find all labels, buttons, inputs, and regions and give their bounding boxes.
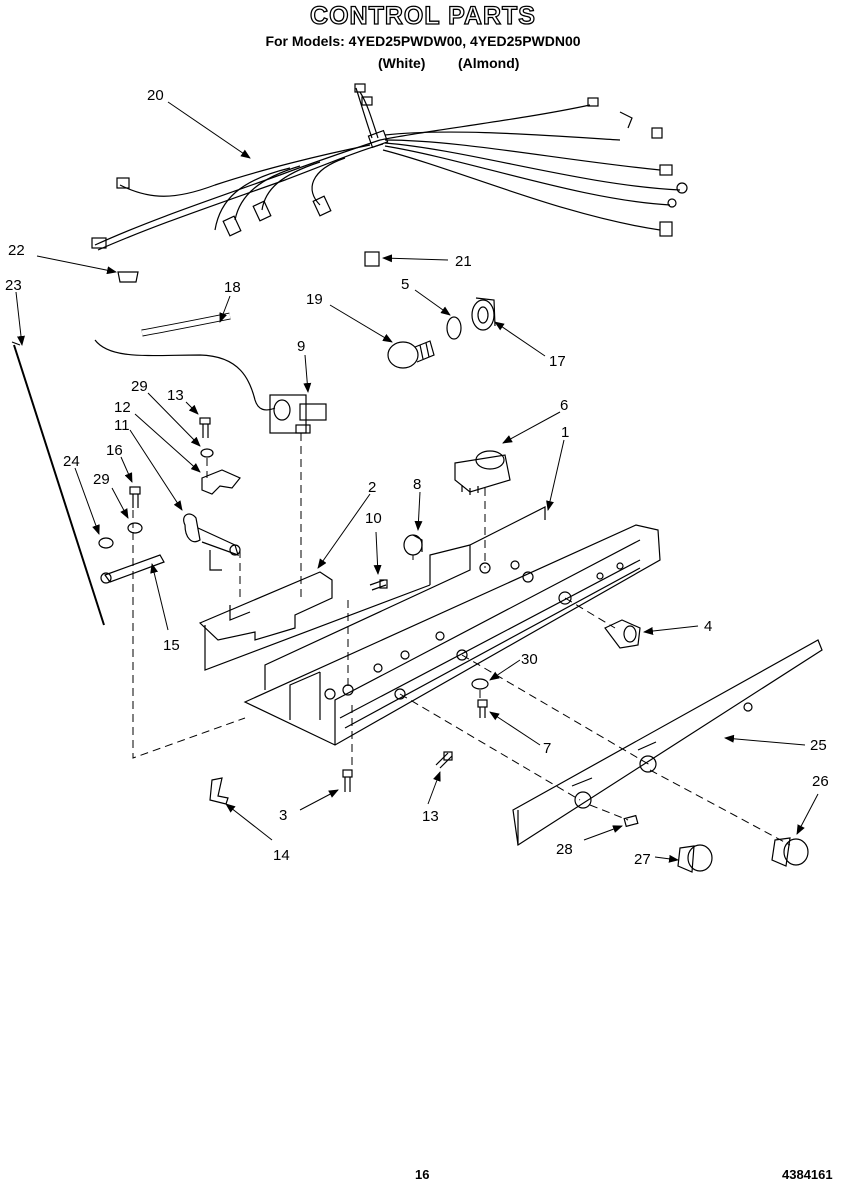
callout-13-upper: 13 — [167, 387, 184, 404]
callout-13-lower: 13 — [422, 808, 439, 825]
callout-5: 5 — [401, 276, 409, 293]
callout-21: 21 — [455, 253, 472, 270]
screw-part-3 — [342, 769, 353, 792]
callout-26: 26 — [812, 773, 829, 790]
light-bulb-part-19 — [387, 340, 435, 369]
variant-white-label: (White) — [378, 55, 426, 71]
washer-part-29-upper — [200, 448, 214, 458]
callout-29-upper: 29 — [131, 378, 148, 395]
callout-10: 10 — [365, 510, 382, 527]
screw-part-10 — [369, 579, 388, 591]
screw-part-13-lower — [435, 751, 453, 769]
part-4 — [604, 619, 641, 649]
thermostat-part-9 — [269, 394, 327, 434]
switch-part-6 — [454, 450, 511, 495]
bracket-part-2 — [198, 571, 333, 641]
callout-18: 18 — [224, 279, 241, 296]
callout-7: 7 — [543, 740, 551, 757]
callout-1: 1 — [561, 424, 569, 441]
capillary-wire — [94, 339, 276, 411]
callout-27: 27 — [634, 851, 651, 868]
callout-8: 8 — [413, 476, 421, 493]
callout-9: 9 — [297, 338, 305, 355]
damper-control-part-11 — [183, 513, 241, 571]
callout-16: 16 — [106, 442, 123, 459]
page-number: 16 — [415, 1167, 430, 1182]
page-title: CONTROL PARTS — [309, 1, 536, 30]
document-number: 4384161 — [782, 1167, 833, 1182]
models-line: For Models: 4YED25PWDW00, 4YED25PWDN00 — [265, 33, 581, 49]
clip-part-14 — [209, 777, 229, 805]
callout-28: 28 — [556, 841, 573, 858]
callout-11: 11 — [114, 417, 130, 434]
callout-24: 24 — [63, 453, 80, 470]
screw-part-7 — [477, 699, 488, 718]
knob-part-26 — [771, 837, 809, 867]
part-28 — [623, 814, 639, 828]
assembly-lines — [132, 433, 791, 846]
part-24 — [98, 537, 114, 549]
washer-part-30 — [471, 678, 489, 690]
control-panel-part-25 — [512, 639, 823, 847]
washer-part-29-lower — [127, 522, 143, 534]
callout-2: 2 — [368, 479, 376, 496]
variant-almond-label: (Almond) — [458, 55, 520, 71]
callout-20: 20 — [147, 87, 164, 104]
callout-3: 3 — [279, 807, 287, 824]
socket-part-17 — [471, 297, 496, 331]
callout-labels: 20 22 21 23 5 18 19 17 9 29 13 12 6 11 1… — [5, 87, 829, 868]
rod-part-23 — [13, 344, 105, 626]
callout-17: 17 — [549, 353, 566, 370]
callout-23: 23 — [5, 277, 22, 294]
callout-6: 6 — [560, 397, 568, 414]
callout-15: 15 — [163, 637, 180, 654]
callout-29-lower: 29 — [93, 471, 110, 488]
callout-25: 25 — [810, 737, 827, 754]
screw-part-13-upper — [199, 417, 211, 438]
knob-part-27 — [677, 844, 713, 873]
control-housing-part-1 — [204, 506, 661, 746]
callout-30: 30 — [521, 651, 538, 668]
screw-part-16 — [129, 486, 141, 508]
callout-19: 19 — [306, 291, 323, 308]
callout-22: 22 — [8, 242, 25, 259]
part-22 — [117, 271, 139, 283]
callout-14: 14 — [273, 847, 290, 864]
wiring-harness-part — [91, 83, 688, 251]
part-8 — [403, 534, 423, 556]
lever-part-15 — [100, 554, 165, 584]
leader-lines — [15, 101, 819, 863]
socket-ring-part-5 — [446, 316, 462, 340]
callout-4: 4 — [704, 618, 712, 635]
bracket-part-12 — [201, 469, 241, 495]
callout-12: 12 — [114, 399, 131, 416]
part-21 — [364, 251, 380, 267]
